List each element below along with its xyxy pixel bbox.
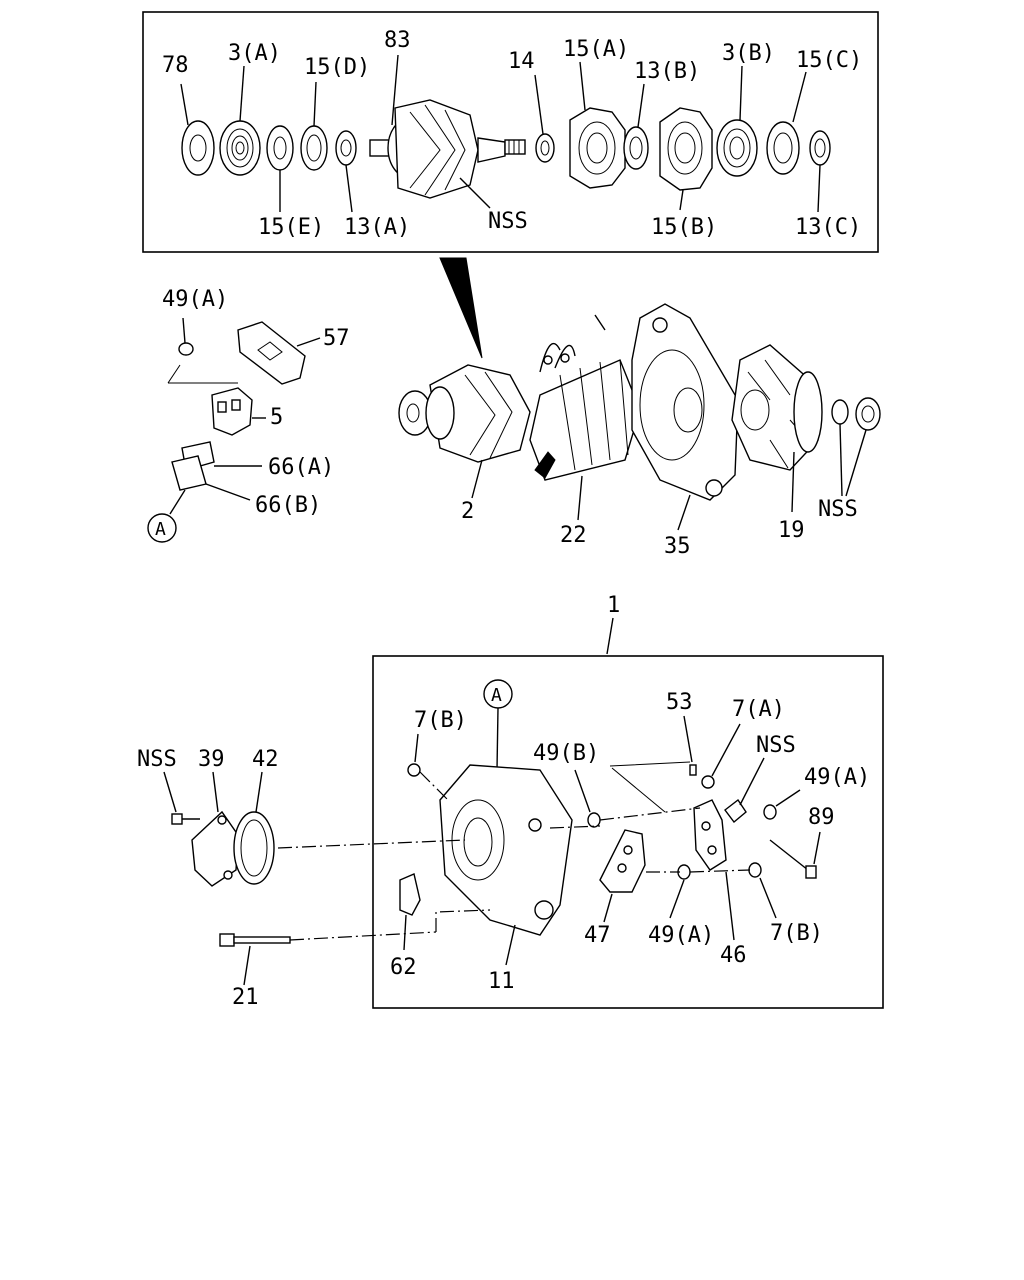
label-3b: 3(B) xyxy=(722,41,775,66)
part-39-cover xyxy=(191,771,239,887)
part-14-washer xyxy=(534,74,555,163)
label-15d: 15(D) xyxy=(304,55,370,80)
part-13b-washer xyxy=(623,83,649,170)
label-19: 19 xyxy=(778,518,805,543)
part-49a-nut-right xyxy=(763,789,801,820)
part-35-front-frame xyxy=(631,303,739,531)
part-15b-retainer xyxy=(659,107,713,211)
part-89-bolt xyxy=(769,831,821,879)
label-2: 2 xyxy=(461,499,474,524)
label-15e: 15(E) xyxy=(258,215,324,240)
part-13c-washer xyxy=(809,130,831,213)
label-53: 53 xyxy=(666,690,693,715)
part-49a-nut-left xyxy=(178,317,194,356)
label-13c: 13(C) xyxy=(795,215,861,240)
part-83-rotor xyxy=(369,54,526,209)
label-49a-bottom: 49(A) xyxy=(648,923,714,948)
label-7b-top: 7(B) xyxy=(414,708,467,733)
part-7a-nut xyxy=(701,723,741,789)
label-89: 89 xyxy=(808,805,835,830)
label-15b: 15(B) xyxy=(651,215,717,240)
part-5-brush-holder xyxy=(167,364,266,436)
assembly-1-leader xyxy=(606,617,614,655)
part-22-stator xyxy=(529,314,641,521)
part-7b-nut-top xyxy=(407,733,449,801)
label-46: 46 xyxy=(720,943,747,968)
part-3a-bearing xyxy=(219,65,261,176)
part-11-rear-frame xyxy=(439,764,573,966)
label-5: 5 xyxy=(270,405,283,430)
part-66b-plate xyxy=(169,455,251,515)
label-22: 22 xyxy=(560,523,587,548)
label-nss-fan: NSS xyxy=(818,497,858,522)
part-53-screw xyxy=(683,715,697,776)
label-66b: 66(B) xyxy=(255,493,321,518)
detail-pointer-wedge xyxy=(439,257,483,359)
rotor-detail-frame xyxy=(142,11,879,253)
part-62-clip xyxy=(399,873,491,951)
part-42-gasket xyxy=(233,771,275,885)
part-nss-terminal xyxy=(724,757,765,824)
label-7a: 7(A) xyxy=(732,697,785,722)
label-21: 21 xyxy=(232,985,259,1010)
rear-assembly-frame xyxy=(372,655,884,1009)
label-47: 47 xyxy=(584,923,611,948)
part-57-gasket xyxy=(237,321,321,385)
part-nss-bolt xyxy=(163,771,200,825)
label-11: 11 xyxy=(488,969,515,994)
label-1: 1 xyxy=(607,593,620,618)
label-nss-box: NSS xyxy=(756,733,796,758)
part-49b-nut xyxy=(574,769,601,828)
part-3b-bearing xyxy=(716,65,758,177)
part-78-cover xyxy=(180,83,215,176)
label-35: 35 xyxy=(664,534,691,559)
label-78: 78 xyxy=(162,53,189,78)
label-circle-a-left: A xyxy=(155,519,166,540)
part-21-through-bolt xyxy=(219,931,437,986)
label-15c: 15(C) xyxy=(796,48,862,73)
part-2-rotor xyxy=(398,364,531,499)
label-13b: 13(B) xyxy=(634,59,700,84)
label-13a: 13(A) xyxy=(344,215,410,240)
part-47-regulator xyxy=(599,829,646,923)
part-49a-nut-bottom xyxy=(669,864,691,919)
reference-circle-a-left xyxy=(147,513,177,543)
label-66a: 66(A) xyxy=(268,455,334,480)
label-49a-left: 49(A) xyxy=(162,287,228,312)
label-62: 62 xyxy=(390,955,417,980)
part-13a-washer xyxy=(335,130,357,213)
label-3a: 3(A) xyxy=(228,41,281,66)
label-57: 57 xyxy=(323,326,350,351)
part-15d-washer xyxy=(300,81,328,171)
label-42: 42 xyxy=(252,747,279,772)
label-14: 14 xyxy=(508,49,535,74)
label-39: 39 xyxy=(198,747,225,772)
label-49b: 49(B) xyxy=(533,741,599,766)
label-49a-right: 49(A) xyxy=(804,765,870,790)
label-nss-bolt: NSS xyxy=(137,747,177,772)
label-nss-top: NSS xyxy=(488,209,528,234)
centerline-cover xyxy=(277,839,466,849)
part-19-fan xyxy=(731,344,823,513)
label-83: 83 xyxy=(384,28,411,53)
part-7b-nut-bottom xyxy=(748,862,777,919)
part-15c-washer xyxy=(766,71,807,175)
nss-pulley-nut xyxy=(831,397,881,497)
part-15e-washer xyxy=(266,125,294,212)
part-46-rectifier xyxy=(693,799,735,941)
part-15a-retainer xyxy=(569,61,626,189)
label-7b-bottom: 7(B) xyxy=(770,921,823,946)
label-15a: 15(A) xyxy=(563,37,629,62)
label-circle-a-box: A xyxy=(491,685,502,706)
